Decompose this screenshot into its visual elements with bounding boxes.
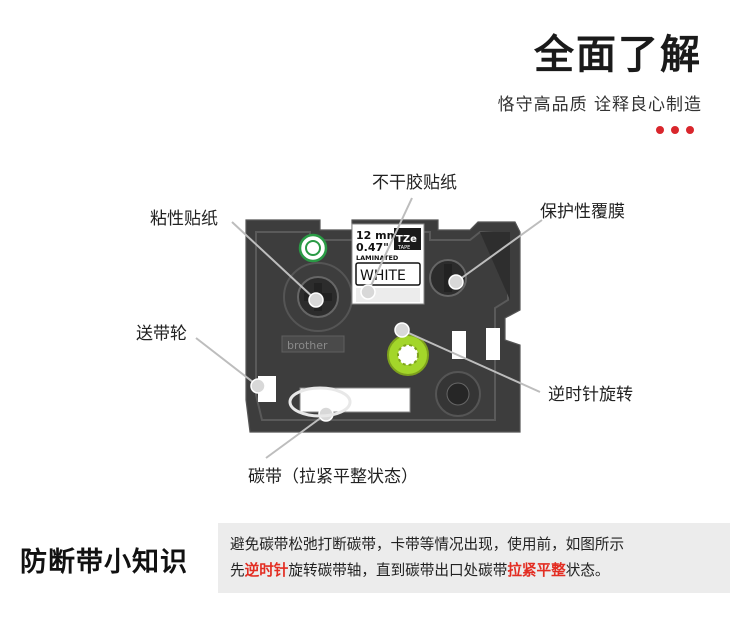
red-dot [656, 126, 664, 134]
tip-line-1: 避免碳带松弛打断碳带，卡带等情况出现，使用前，如图所示 [230, 536, 625, 553]
red-dot [686, 126, 694, 134]
cassette-inner-rim [255, 230, 509, 421]
ribbon-exit-highlight [288, 386, 352, 418]
tip-text: 状态。 [565, 562, 610, 579]
callout-feed-wheel: 送带轮 [136, 324, 187, 344]
tape-color-label: WHITE [360, 268, 406, 284]
tape-size-mm: 12 mm [356, 229, 398, 242]
callout-rotate-ccw: 逆时针旋转 [548, 385, 633, 405]
tape-size-in: 0.47" [356, 241, 389, 254]
tze-logo: TZe [396, 234, 417, 245]
page-title: 全面了解 [534, 32, 702, 78]
tape-type: LAMINATED [356, 254, 399, 262]
tip-highlight-ccw: 逆时针 [244, 562, 289, 579]
tape-exit-path [299, 387, 411, 413]
callout-non-stick: 不干胶贴纸 [372, 173, 457, 193]
tip-title: 防断带小知识 [20, 547, 188, 578]
cassette-opening [452, 331, 466, 359]
brand-plate [281, 335, 345, 353]
marker-dot [250, 378, 266, 394]
marker-dot [448, 274, 464, 290]
tip-text: 旋转碳带轴，直到碳带出口处碳带 [288, 562, 508, 579]
callout-sticky-paper: 粘性贴纸 [150, 209, 218, 229]
page-subtitle: 恪守高品质 诠释良心制造 [497, 95, 702, 115]
cassette-opening [486, 328, 500, 360]
marker-dot [394, 322, 410, 338]
callout-ribbon: 碳带（拉紧平整状态） [248, 467, 418, 487]
callout-protective-film: 保护性覆膜 [540, 202, 625, 222]
tape-cassette-diagram: 12 mm 0.47" LAMINATED TZe TAPE WHITE bro… [195, 197, 543, 459]
tip-highlight-tight: 拉紧平整 [507, 562, 566, 579]
red-dot [671, 126, 679, 134]
marker-dot [308, 292, 324, 308]
marker-dot [360, 284, 376, 300]
decorative-dots [656, 126, 694, 134]
recycling-icon [298, 233, 328, 263]
tze-logo-sub: TAPE [397, 245, 410, 251]
tip-line-2: 先逆时针旋转碳带轴，直到碳带出口处碳带拉紧平整状态。 [230, 558, 720, 584]
tip-text: 先 [230, 562, 245, 579]
tip-box: 避免碳带松弛打断碳带，卡带等情况出现，使用前，如图所示 先逆时针旋转碳带轴，直到… [218, 523, 730, 593]
brand-logo: brother [287, 339, 328, 352]
